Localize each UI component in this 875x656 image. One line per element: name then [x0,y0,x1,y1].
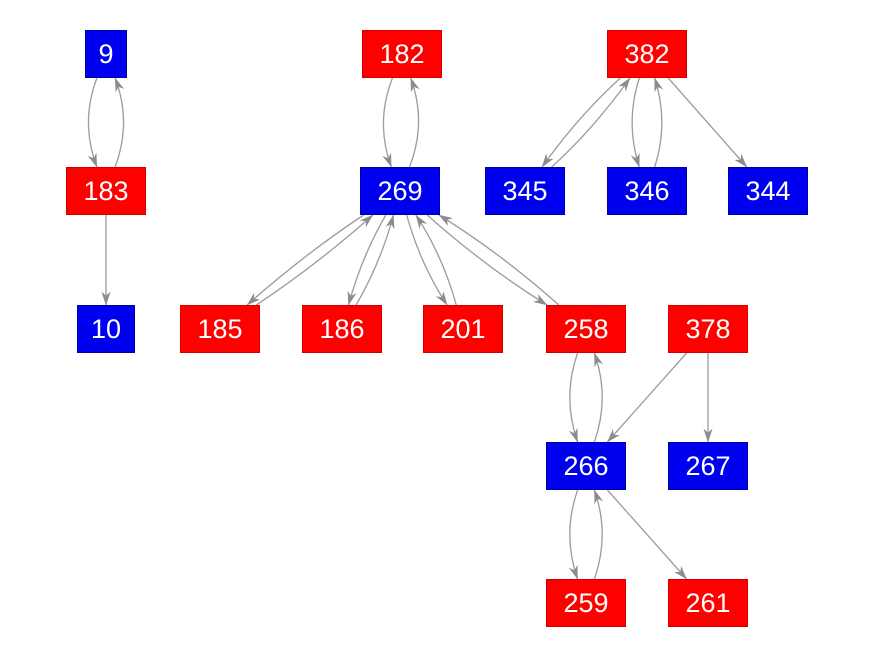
node-182[interactable]: 182 [362,30,442,78]
edge-186-269 [355,214,395,306]
node-346[interactable]: 346 [607,167,687,215]
node-266[interactable]: 266 [546,442,626,490]
node-261[interactable]: 261 [668,579,748,627]
node-345[interactable]: 345 [485,167,565,215]
edge-346-382 [654,77,664,168]
edge-9-183 [87,77,98,168]
edge-269-186 [347,214,387,306]
edge-269-182 [408,77,420,168]
node-183[interactable]: 183 [66,167,146,215]
node-186[interactable]: 186 [302,305,382,353]
edge-266-259 [568,489,579,580]
edge-269-201 [406,214,448,306]
node-378[interactable]: 378 [668,305,748,353]
node-9[interactable]: 9 [85,30,127,78]
edge-266-261 [606,489,688,580]
edge-258-269 [438,214,560,306]
edge-201-269 [415,214,457,306]
node-259[interactable]: 259 [546,579,626,627]
node-267[interactable]: 267 [668,442,748,490]
edge-185-269 [255,214,374,306]
node-382[interactable]: 382 [607,30,687,78]
node-344[interactable]: 344 [728,167,808,215]
edge-382-345 [541,77,621,168]
edge-258-266 [568,352,579,443]
node-185[interactable]: 185 [180,305,260,353]
node-10[interactable]: 10 [77,305,135,353]
edge-269-258 [426,214,548,306]
edge-266-258 [593,352,604,443]
edge-259-266 [593,489,604,580]
edge-378-266 [606,352,688,443]
edge-345-382 [551,77,631,168]
edge-269-185 [246,214,365,306]
node-258[interactable]: 258 [546,305,626,353]
edge-182-269 [382,77,394,168]
edge-382-344 [667,77,748,168]
edge-183-9 [114,77,125,168]
node-201[interactable]: 201 [423,305,503,353]
edge-382-346 [630,77,640,168]
node-269[interactable]: 269 [360,167,440,215]
